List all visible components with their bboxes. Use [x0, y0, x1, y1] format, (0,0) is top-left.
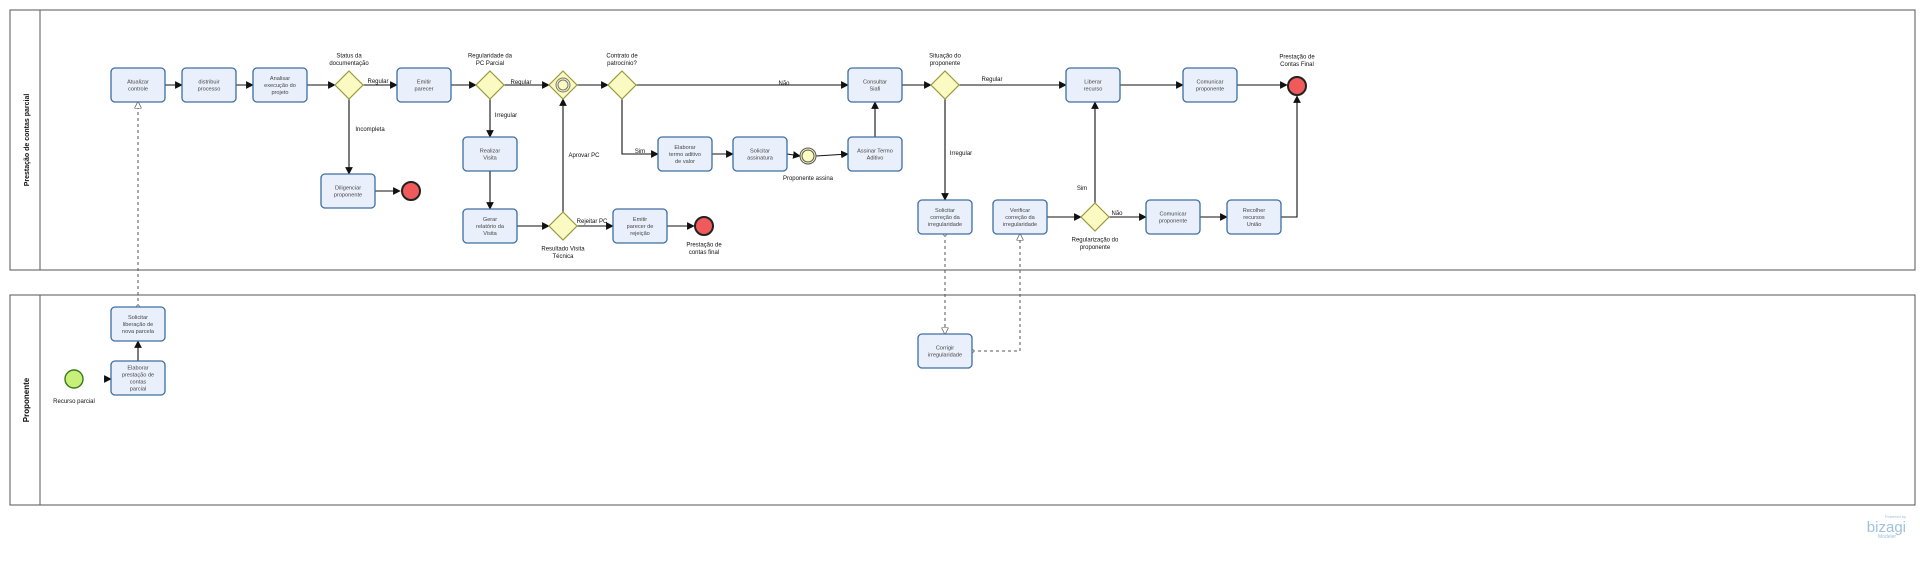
- flow-label: Regular: [510, 80, 531, 86]
- gateway-reg_pc[interactable]: [475, 70, 505, 100]
- event-end_final[interactable]: [1287, 76, 1307, 96]
- flow-label: Incompleta: [355, 127, 385, 133]
- flow-label: Regular: [981, 77, 1002, 83]
- gateway-contrato[interactable]: [607, 70, 637, 100]
- bizagi-watermark: Powered by bizagi Modeler: [1867, 514, 1906, 540]
- event-end_dil[interactable]: [401, 181, 421, 201]
- flow-label: Não: [778, 81, 790, 87]
- event-label: Proponente assina: [783, 176, 834, 182]
- gateway-parallel[interactable]: [548, 70, 578, 100]
- flow-label: Sim: [1077, 186, 1087, 192]
- flow-label: Sim: [635, 149, 645, 155]
- flow-label: Rejeitar PC: [577, 219, 608, 225]
- sequence-flow: [621, 99, 659, 158]
- event-start[interactable]: [64, 369, 84, 389]
- pool-label: Proponente: [22, 377, 31, 422]
- pool-label: Prestação de contas parcial: [24, 94, 31, 187]
- sequence-flow: [786, 151, 801, 159]
- gateway-visita[interactable]: [548, 211, 578, 241]
- event-end_rej[interactable]: [694, 216, 714, 236]
- gateway-regularizacao[interactable]: [1080, 202, 1110, 232]
- flow-label: Regular: [367, 79, 388, 85]
- svg-text:bizagi: bizagi: [1867, 519, 1906, 536]
- svg-text:Powered by: Powered by: [1885, 514, 1906, 519]
- sequence-flow: [815, 150, 849, 159]
- flow-label: Não: [1111, 211, 1123, 217]
- event-intermediate[interactable]: [799, 147, 817, 165]
- event-label: Recurso parcial: [53, 399, 95, 405]
- message-flow: [972, 234, 1020, 351]
- svg-text:Modeler: Modeler: [1878, 534, 1896, 540]
- flow-label: Irregular: [950, 151, 972, 157]
- pool-proponente: Proponente: [9, 294, 1916, 506]
- flow-label: Aprovar PC: [568, 153, 600, 159]
- gateway-status[interactable]: [334, 70, 364, 100]
- sequence-flow: [1281, 95, 1301, 218]
- flow-label: Irregular: [495, 113, 517, 119]
- gateway-situacao[interactable]: [930, 70, 960, 100]
